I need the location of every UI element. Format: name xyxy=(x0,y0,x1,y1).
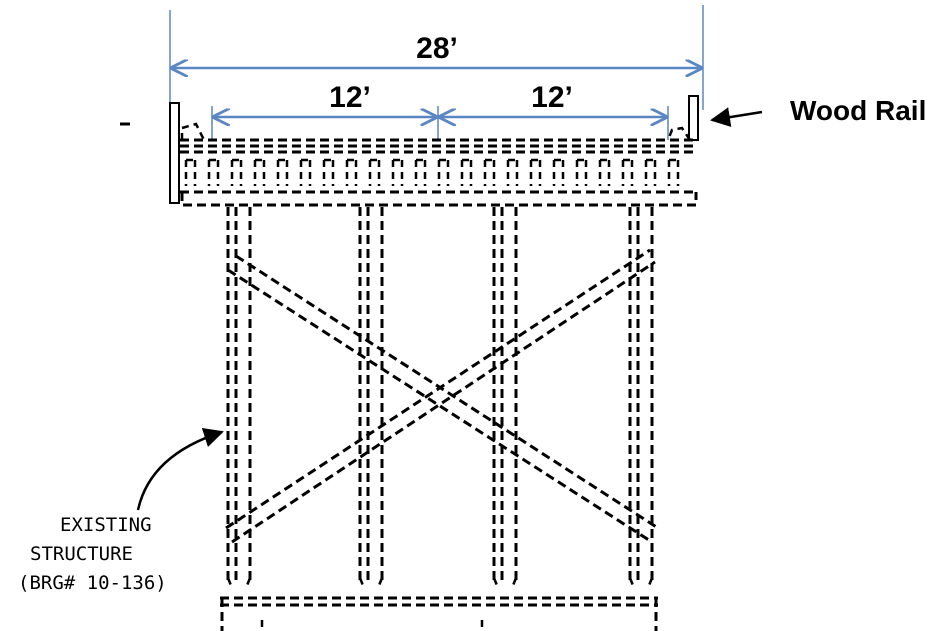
bent-piles xyxy=(226,207,654,589)
stringer xyxy=(598,158,611,186)
bridge-deck xyxy=(180,122,698,207)
overall-width-dimension: 28’ xyxy=(172,32,701,68)
stringer xyxy=(529,158,542,186)
left-wood-rail xyxy=(169,102,180,204)
stringer xyxy=(322,158,335,186)
stringer xyxy=(552,158,565,186)
stringer xyxy=(483,158,496,186)
right-lane-width-label: 12’ xyxy=(531,81,573,114)
existing-structure-label-line2: STRUCTURE xyxy=(30,543,133,565)
existing-structure-label-line3: (BRG# 10-136) xyxy=(18,572,167,594)
cross-bracing xyxy=(225,248,659,544)
stringer xyxy=(667,158,680,186)
stringer xyxy=(414,158,427,186)
right-wood-rail xyxy=(688,95,699,141)
stringer xyxy=(299,158,312,186)
wood-rail-label: Wood Rail xyxy=(790,95,926,126)
left-lane-width-label: 12’ xyxy=(329,81,371,114)
wood-rail-callout: Wood Rail xyxy=(710,95,926,128)
dimension-extension-lines xyxy=(169,5,704,140)
stringer xyxy=(391,158,404,186)
stringer xyxy=(207,158,220,186)
existing-structure-callout: EXISTING STRUCTURE (BRG# 10-136) xyxy=(18,427,224,594)
footing xyxy=(220,596,658,631)
right-lane-dimension: 12’ xyxy=(440,81,666,117)
pile-foot xyxy=(628,577,654,589)
deck-stringers xyxy=(184,158,680,186)
stringer xyxy=(184,158,197,186)
stringer xyxy=(276,158,289,186)
overall-width-label: 28’ xyxy=(416,32,458,65)
stringer xyxy=(575,158,588,186)
stringer xyxy=(621,158,634,186)
left-lane-dimension: 12’ xyxy=(214,81,436,117)
pile-foot xyxy=(492,577,518,589)
existing-structure-label-line1: EXISTING xyxy=(60,514,152,536)
stringer xyxy=(460,158,473,186)
stringer xyxy=(345,158,358,186)
stringer xyxy=(437,158,450,186)
stringer xyxy=(644,158,657,186)
stringer xyxy=(368,158,381,186)
pile-foot xyxy=(358,577,384,589)
stringer xyxy=(506,158,519,186)
pile-foot xyxy=(226,577,252,589)
stringer xyxy=(230,158,243,186)
stringer xyxy=(253,158,266,186)
